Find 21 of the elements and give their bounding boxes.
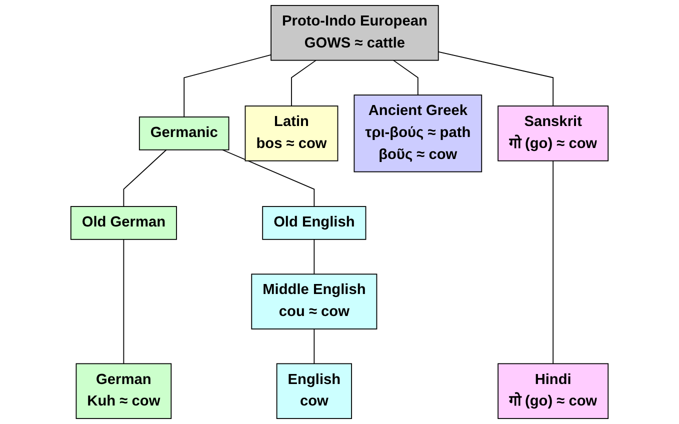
connector bbox=[291, 60, 316, 106]
connector bbox=[392, 60, 418, 96]
node-box: Germanic bbox=[138, 116, 230, 150]
node-box: Ancient Greek τρι-βούς ≈ path βοῦς ≈ cow bbox=[354, 94, 482, 172]
connector bbox=[438, 51, 554, 106]
node-box: Middle English cou ≈ cow bbox=[251, 274, 378, 330]
node-box: Proto-Indo European GOWS ≈ cattle bbox=[270, 5, 439, 61]
node-box: Old English bbox=[262, 206, 366, 240]
node-box: German Kuh ≈ cow bbox=[76, 363, 172, 419]
node-box: Latin bos ≈ cow bbox=[244, 106, 338, 162]
connector bbox=[123, 149, 167, 207]
connector bbox=[552, 160, 554, 364]
node-box: Old German bbox=[70, 206, 177, 240]
connector bbox=[123, 238, 124, 364]
connector bbox=[222, 149, 315, 207]
node-box: Hindi गो (go) ≈ cow bbox=[498, 363, 609, 419]
node-box: Sanskrit गो (go) ≈ cow bbox=[498, 106, 609, 162]
connector bbox=[184, 54, 272, 118]
connector bbox=[314, 328, 315, 364]
connector bbox=[314, 238, 315, 275]
node-box: English cow bbox=[276, 363, 352, 419]
